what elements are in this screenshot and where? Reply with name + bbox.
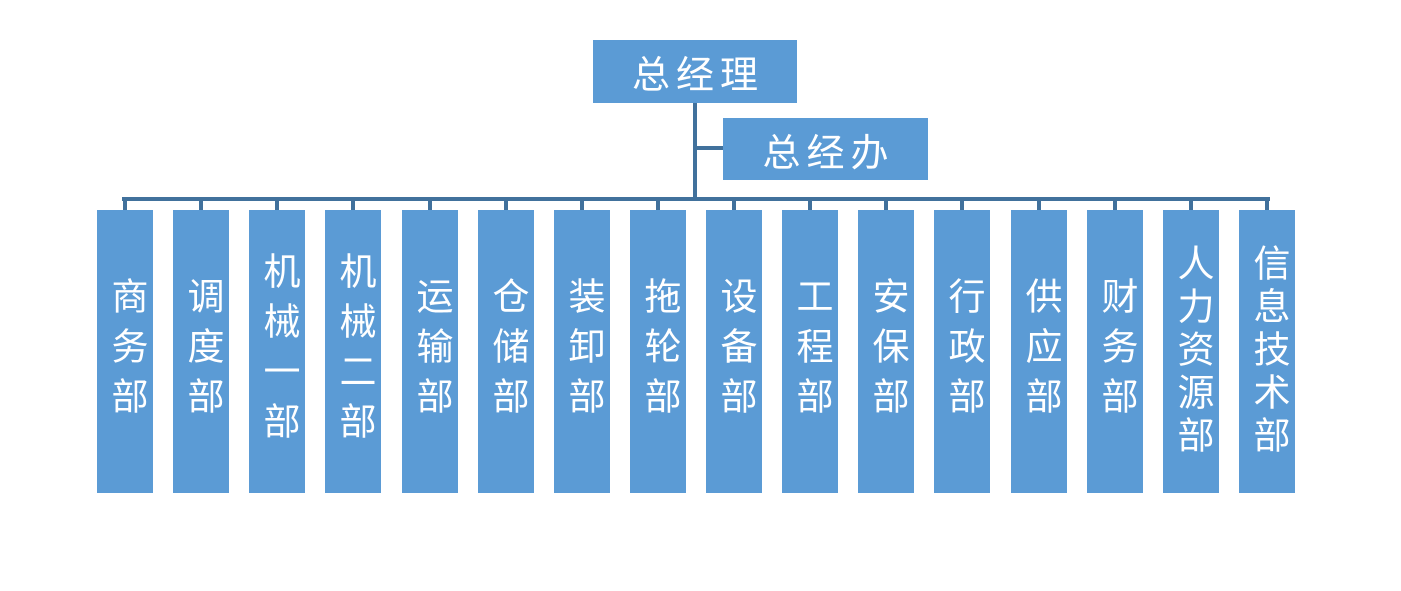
org-node-department: 机械一部 bbox=[249, 200, 305, 493]
org-node-department: 供应部 bbox=[1011, 200, 1067, 493]
connector-staff-stub bbox=[696, 146, 724, 150]
org-node-department: 行政部 bbox=[934, 200, 990, 493]
department-label: 拖轮部 bbox=[638, 276, 679, 427]
general-office-label: 总经办 bbox=[762, 132, 895, 175]
department-label: 人力资源部 bbox=[1171, 244, 1212, 459]
org-node-general-office: 总经办 bbox=[723, 118, 928, 180]
org-node-department: 安保部 bbox=[858, 200, 914, 493]
department-label: 供应部 bbox=[1019, 276, 1060, 427]
org-node-department: 人力资源部 bbox=[1163, 200, 1219, 493]
department-label: 安保部 bbox=[866, 276, 907, 427]
department-label: 调度部 bbox=[181, 276, 222, 427]
department-label: 机械一部 bbox=[257, 251, 298, 452]
connector-distribution-line bbox=[122, 197, 1270, 201]
org-node-department: 工程部 bbox=[782, 200, 838, 493]
department-label: 装卸部 bbox=[562, 276, 603, 427]
department-label: 行政部 bbox=[942, 276, 983, 427]
department-label: 运输部 bbox=[410, 276, 451, 427]
org-node-department: 装卸部 bbox=[554, 200, 610, 493]
department-label: 机械二部 bbox=[333, 251, 374, 452]
org-node-department: 仓储部 bbox=[478, 200, 534, 493]
org-node-department: 运输部 bbox=[402, 200, 458, 493]
department-label: 信息技术部 bbox=[1247, 244, 1288, 459]
department-label: 工程部 bbox=[790, 276, 831, 427]
org-node-department: 信息技术部 bbox=[1239, 200, 1295, 493]
department-label: 设备部 bbox=[714, 276, 755, 427]
org-node-department: 机械二部 bbox=[325, 200, 381, 493]
org-node-department: 调度部 bbox=[173, 200, 229, 493]
org-node-department: 拖轮部 bbox=[630, 200, 686, 493]
org-node-department: 财务部 bbox=[1087, 200, 1143, 493]
org-node-department: 设备部 bbox=[706, 200, 762, 493]
org-node-department: 商务部 bbox=[97, 200, 153, 493]
department-label: 仓储部 bbox=[486, 276, 527, 427]
department-label: 商务部 bbox=[105, 276, 146, 427]
general-manager-label: 总经理 bbox=[631, 55, 764, 97]
connector-root-vertical bbox=[693, 103, 697, 201]
department-label: 财务部 bbox=[1095, 276, 1136, 427]
org-node-general-manager: 总经理 bbox=[593, 40, 797, 103]
